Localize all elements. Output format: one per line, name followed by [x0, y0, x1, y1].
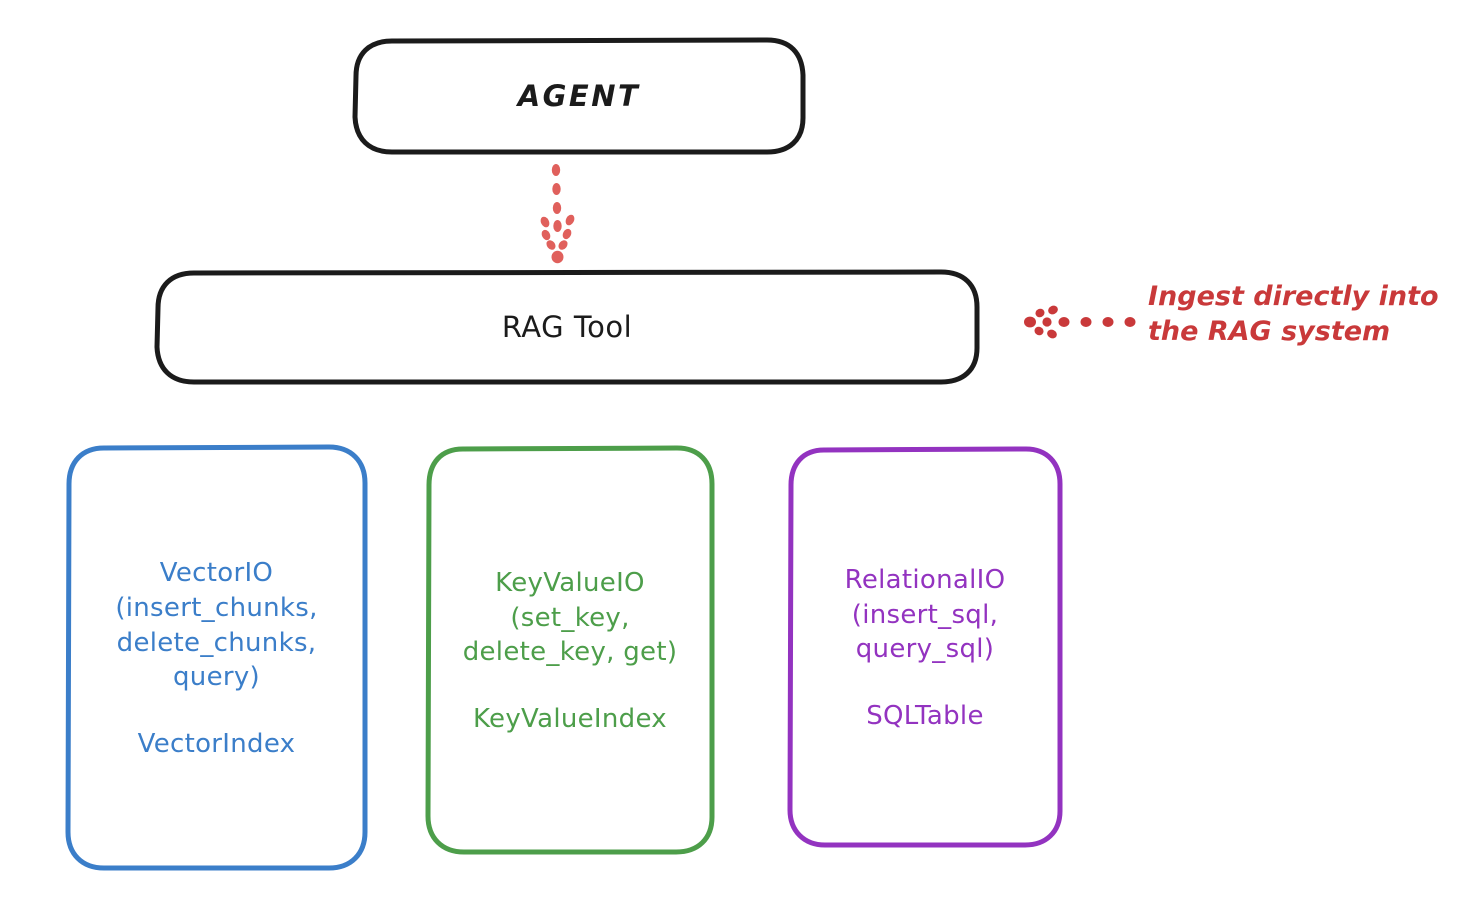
- agent-box-outline: [352, 37, 806, 155]
- key-value-io-label: KeyValueIO (set_key, delete_key, get): [462, 568, 678, 668]
- vector-io-box-outline: [65, 444, 368, 871]
- vector-io-label: VectorIO (insert_chunks, delete_chunks, …: [115, 558, 318, 693]
- key-value-io-box-outline: [425, 445, 715, 855]
- agent-node[interactable]: AGENT: [355, 40, 803, 152]
- ingest-to-rag-arrow: [1024, 305, 1136, 339]
- vector-io-sublabel: VectorIndex: [137, 728, 296, 759]
- agent-node-label: AGENT: [517, 78, 641, 113]
- vector-io-node[interactable]: VectorIO (insert_chunks, delete_chunks, …: [68, 447, 365, 868]
- rag-tool-node[interactable]: RAG Tool: [157, 272, 977, 382]
- relational-io-label: RelationalIO (insert_sql, query_sql): [844, 565, 1006, 665]
- relational-io-node[interactable]: RelationalIO (insert_sql, query_sql) SQL…: [790, 449, 1060, 845]
- agent-to-rag-arrow: [540, 164, 575, 264]
- rag-tool-box-outline: [154, 269, 980, 385]
- key-value-io-sublabel: KeyValueIndex: [472, 703, 667, 734]
- ingest-annotation-text: Ingest directly into the RAG system: [1148, 281, 1439, 348]
- relational-io-sublabel: SQLTable: [866, 700, 984, 731]
- rag-tool-node-label: RAG Tool: [501, 309, 633, 344]
- relational-io-box-outline: [787, 446, 1063, 848]
- key-value-io-node[interactable]: KeyValueIO (set_key, delete_key, get) Ke…: [428, 448, 712, 852]
